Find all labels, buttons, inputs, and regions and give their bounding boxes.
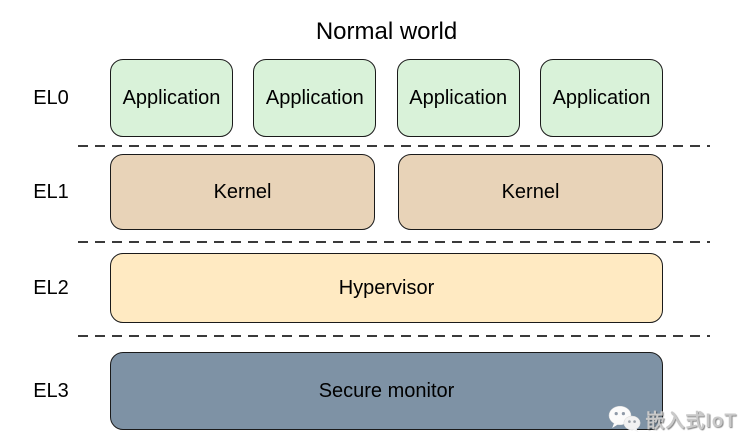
application-box-4: Application [539,59,663,137]
dashed-separator-el1-el2 [78,241,710,243]
el1-row: Kernel Kernel [110,154,663,230]
watermark: 嵌入式IoT [608,405,738,433]
el0-row: Application Application Application Appl… [110,59,663,137]
el2-row: Hypervisor [110,253,663,323]
el3-row: Secure monitor [110,352,663,430]
dashed-separator-el2-el3 [78,335,710,337]
level-label-el1: EL1 [33,180,69,203]
kernel-box-1: Kernel [110,154,375,230]
watermark-text: 嵌入式IoT [645,410,737,432]
hypervisor-box: Hypervisor [110,253,663,323]
diagram-title: Normal world [315,18,458,45]
application-box-1: Application [110,59,233,137]
level-label-el3: EL3 [33,379,69,402]
wechat-icon [608,405,640,433]
level-label-el0: EL0 [33,86,69,109]
application-box-3: Application [396,59,520,137]
dashed-separator-el0-el1 [78,145,710,147]
secure-monitor-box: Secure monitor [110,352,663,430]
application-box-2: Application [253,59,377,137]
level-label-el2: EL2 [33,276,69,299]
kernel-box-2: Kernel [398,154,663,230]
